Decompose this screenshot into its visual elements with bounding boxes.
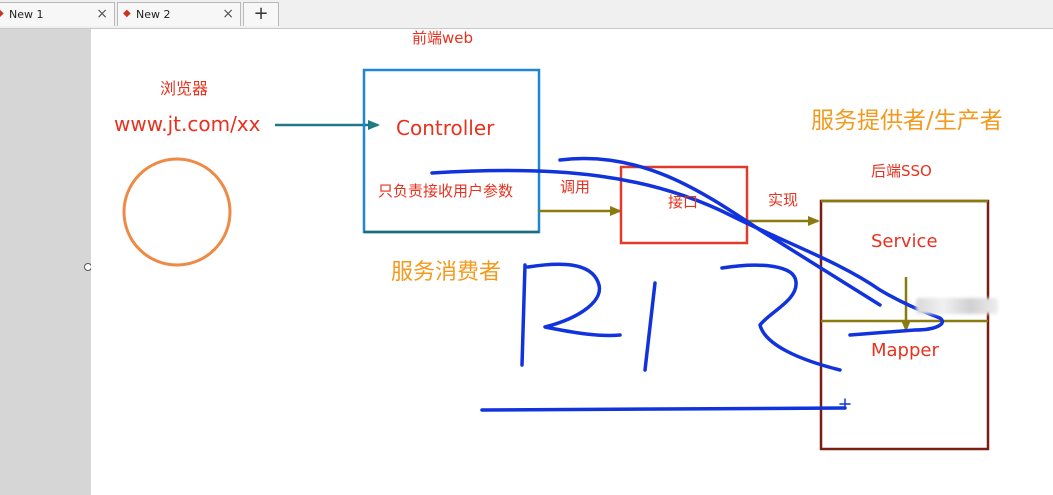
controller-label: Controller [396, 116, 495, 140]
frontend-title: 前端web [412, 29, 474, 47]
drawing-canvas[interactable] [91, 29, 1053, 495]
implement-label: 实现 [768, 191, 799, 209]
browser-circle [122, 157, 232, 267]
close-icon[interactable]: × [96, 6, 108, 22]
tab-bar: ◆ New 1 × ◆ New 2 × + [0, 0, 1053, 29]
left-panel [0, 29, 91, 495]
browser-title: 浏览器 [160, 79, 209, 98]
rpc-ink [430, 156, 945, 412]
service-label: Service [871, 231, 938, 252]
interface-label: 接口 [668, 193, 699, 211]
interface-box [619, 165, 749, 245]
backend-title: 后端SSO [871, 162, 932, 180]
ink-curve [430, 168, 945, 337]
mapper-label: Mapper [871, 340, 939, 361]
blurred-annotation [916, 298, 998, 314]
provider-title: 服务提供者/生产者 [811, 108, 1003, 134]
consumer-title: 服务消费者 [391, 260, 502, 285]
diamond-icon: ◆ [123, 8, 131, 19]
browser-url: www.jt.com/xx [114, 112, 261, 136]
controller-note: 只负责接收用户参数 [378, 182, 514, 200]
diamond-icon: ◆ [0, 8, 4, 20]
ink-letter-r [520, 262, 622, 367]
ink-curve [558, 156, 882, 307]
ink-underline [480, 406, 847, 412]
tab-new-1[interactable]: ◆ New 1 × [0, 2, 115, 26]
ink-letter-slash [643, 281, 657, 372]
close-icon[interactable]: × [222, 6, 234, 22]
ink-plus [839, 398, 851, 410]
controller-box [362, 68, 541, 234]
tab-label: New 1 [9, 8, 44, 21]
call-label: 调用 [560, 178, 591, 196]
tab-new-2[interactable]: ◆ New 2 × [117, 2, 241, 26]
ink-letter-c [720, 263, 842, 372]
add-tab-button[interactable]: + [243, 2, 279, 26]
tab-label: New 2 [136, 8, 171, 21]
